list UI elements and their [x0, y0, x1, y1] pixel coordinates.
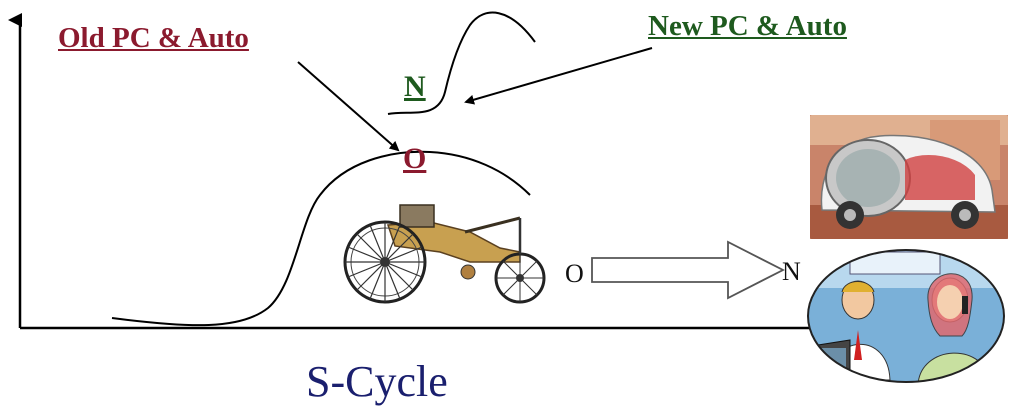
- s-cycle-caption: S-Cycle: [306, 357, 448, 406]
- new-curve-marker: N: [404, 70, 426, 103]
- axes: [8, 13, 812, 330]
- old-curve-marker: O: [403, 142, 427, 175]
- new-pc-auto-label: New PC & Auto: [648, 10, 847, 42]
- old-label-arrow: [297, 61, 400, 152]
- new-s-curve: [387, 11, 536, 115]
- old-automobile-picture: [343, 204, 546, 304]
- old-s-curve: [111, 150, 531, 327]
- office-workers-picture: [807, 249, 1005, 383]
- new-label-arrow: [464, 47, 653, 105]
- transition-block-arrow: [591, 240, 785, 300]
- future-automobile-picture: [810, 115, 1008, 239]
- transition-to-letter: N: [782, 257, 801, 286]
- transition-from-letter: O: [565, 259, 584, 288]
- old-pc-auto-label: Old PC & Auto: [58, 22, 249, 54]
